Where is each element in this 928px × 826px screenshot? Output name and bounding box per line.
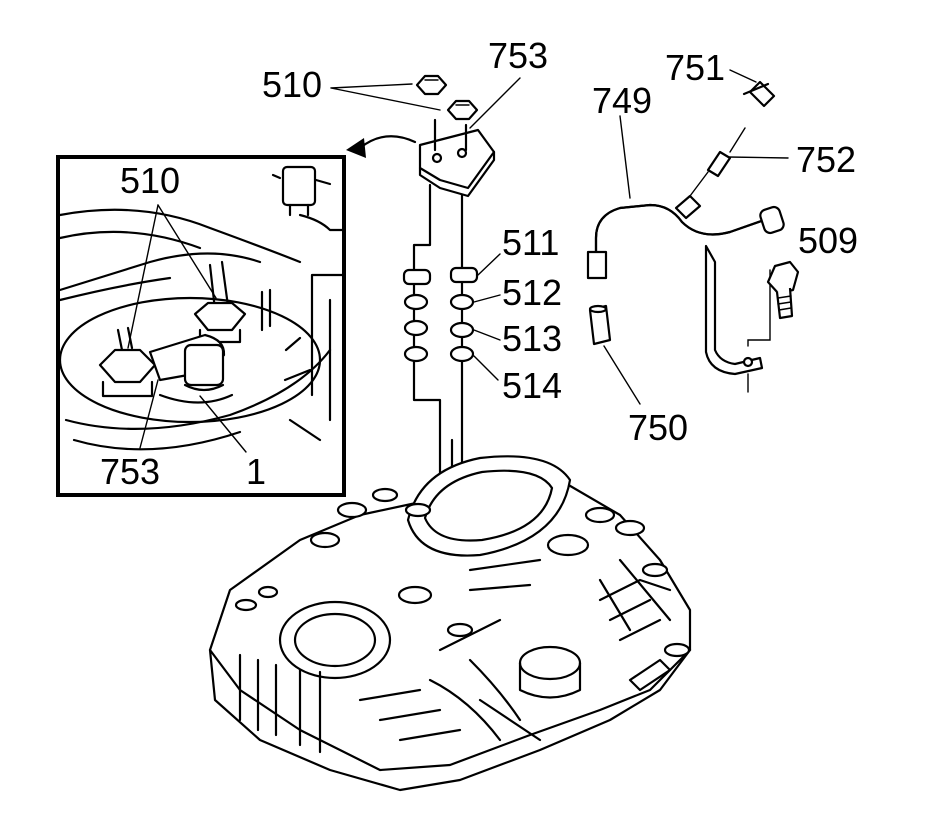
label-749: 749 (592, 80, 652, 121)
washer-stack: 511 512 513 514 (402, 222, 562, 406)
label-510: 510 (262, 64, 322, 105)
inset-leaders (127, 204, 247, 453)
seal-750: 750 (588, 304, 688, 448)
label-513: 513 (502, 318, 562, 359)
label-514: 514 (502, 365, 562, 406)
inset-label-1: 1 (246, 451, 266, 492)
inset-label-753: 753 (100, 451, 160, 492)
label-750: 750 (628, 407, 688, 448)
curved-arrow-icon (346, 135, 417, 158)
label-511: 511 (502, 222, 559, 263)
nuts-510: 510 (262, 64, 479, 121)
bracket-753: 753 (418, 35, 548, 198)
label-751: 751 (665, 47, 725, 88)
intake-manifold (208, 455, 692, 792)
inset-frame (56, 155, 346, 497)
label-752: 752 (796, 139, 856, 180)
label-512: 512 (502, 272, 562, 313)
bolt-509: 509 (766, 220, 858, 320)
label-509: 509 (798, 220, 858, 261)
label-753: 753 (488, 35, 548, 76)
inset-detail-view: 510 753 1 (56, 155, 346, 497)
fitting-751: 751 (665, 47, 776, 108)
inset-label-510: 510 (120, 160, 180, 201)
pipe-749: 749 (586, 80, 785, 393)
fitting-752: 752 (689, 127, 856, 197)
inset-engine-drawing (58, 165, 346, 451)
